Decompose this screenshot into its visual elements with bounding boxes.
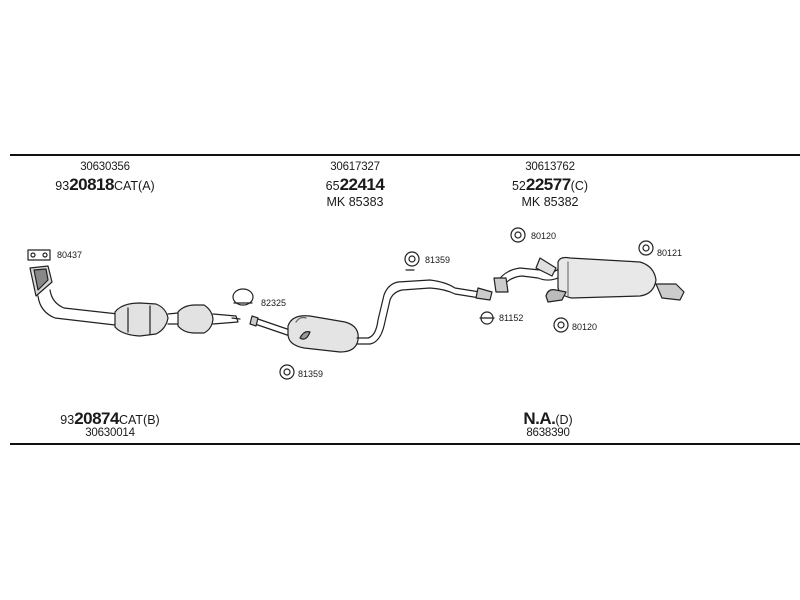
hanger-rear-top-icon [510,227,526,243]
mid-code-main: 22414 [339,175,385,194]
hanger-rear-bottom-icon [553,317,569,333]
mid-kit: MK 85383 [326,195,384,209]
middle-silencer-drawing [249,279,493,353]
rear-code-suffix: (C) [570,179,589,193]
cat-b-number: 30630014 [85,427,135,439]
top-rule [10,154,800,156]
cat-a-code-main: 20818 [69,175,114,194]
part-label-hanger-rear-right: 80121 [657,248,683,258]
d-number: 8638390 [526,427,570,439]
hanger-mid-top-icon [404,251,420,271]
part-label-hanger-rear-bottom: 80120 [572,322,598,332]
gasket-front-icon [27,249,51,261]
front-pipe-with-catalyst-drawing [29,265,241,337]
hanger-rear-right-icon [638,240,654,256]
part-label-clamp: 82325 [261,298,287,308]
d-code: N.A.(D) [523,410,572,427]
rear-code-prefix: 52 [511,179,526,193]
cat-b-code-main: 20874 [74,409,119,428]
cat-b-code-suffix: CAT(B) [118,413,160,427]
cat-b-code-prefix: 93 [60,413,75,427]
mid-code-prefix: 65 [325,179,340,193]
bottom-rule [10,443,800,445]
rear-number: 30613762 [525,161,575,173]
mid-number: 30617327 [330,161,380,173]
rear-code: 5222577(C) [512,176,588,193]
cat-a-code-prefix: 93 [55,179,70,193]
rear-kit: MK 85382 [521,195,579,209]
ring-icon [479,311,495,325]
rear-code-main: 22577 [525,175,571,194]
mid-code: 6522414 [326,176,385,193]
d-code-main: N.A. [523,409,556,428]
part-label-ring: 81152 [499,313,524,323]
cat-a-code: 9320818CAT(A) [55,176,154,193]
d-code-suffix: (D) [555,413,573,427]
clamp-icon [232,288,254,306]
part-label-hanger-rear-top: 80120 [531,231,557,241]
rear-silencer-drawing [493,256,685,303]
hanger-mid-bottom-icon [279,364,295,380]
cat-b-code: 9320874CAT(B) [60,410,159,427]
part-label-hanger-mid-bottom: 81359 [298,369,324,379]
part-label-hanger-mid-top: 81359 [425,255,451,265]
part-label-gasket-front: 80437 [57,250,83,260]
cat-a-code-suffix: CAT(A) [113,179,155,193]
cat-a-number: 30630356 [80,161,130,173]
